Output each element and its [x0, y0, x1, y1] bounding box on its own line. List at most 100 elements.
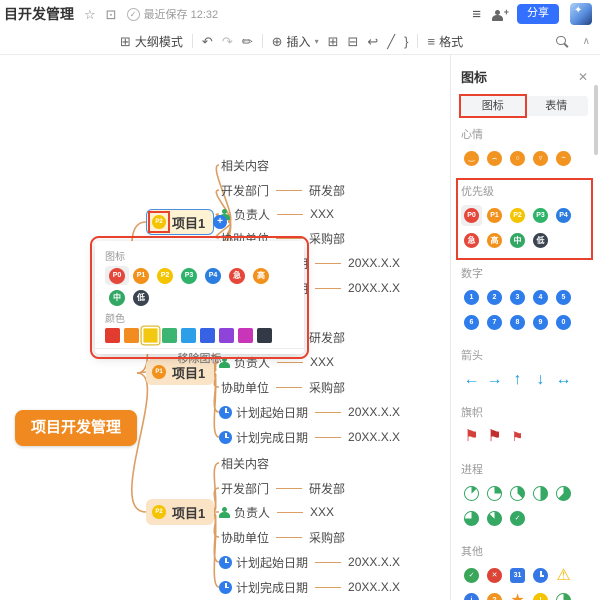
number-2-icon[interactable]: 2 — [484, 287, 505, 308]
child-node[interactable]: 开发部门研发部 — [219, 181, 345, 199]
remove-icon-button[interactable]: 移除图标 — [95, 348, 304, 370]
person-icon[interactable] — [219, 356, 230, 368]
panel-tab-icons[interactable]: 图标 — [459, 94, 527, 118]
flag-pennant-icon[interactable]: ⚑ — [507, 426, 528, 447]
undo-icon[interactable]: ↶ — [201, 33, 213, 49]
progress-75-icon[interactable] — [461, 508, 482, 529]
close-icon[interactable]: ✕ — [577, 69, 588, 84]
progress-50-icon[interactable] — [530, 483, 551, 504]
insert-topic-icon[interactable]: ⊞ — [327, 33, 339, 49]
progress-12-icon[interactable] — [461, 483, 482, 504]
clock-icon[interactable] — [219, 555, 232, 569]
priority-p2-icon[interactable]: P2 — [148, 211, 170, 233]
bulb-icon[interactable]: ! — [530, 590, 551, 600]
priority-p2-icon[interactable]: P2 — [507, 205, 528, 226]
high-icon[interactable]: 高 — [249, 266, 273, 285]
priority-p3-icon[interactable]: P3 — [177, 266, 201, 285]
warning-icon[interactable]: ⚠ — [553, 565, 574, 586]
urgent-icon[interactable]: 急 — [461, 230, 482, 251]
format-painter-icon[interactable]: ✏ — [241, 33, 253, 49]
collapse-badge[interactable]: + — [213, 215, 227, 229]
color-swatch[interactable] — [219, 328, 234, 343]
priority-p1-icon[interactable]: P1 — [484, 205, 505, 226]
child-node[interactable]: 相关内容 — [219, 156, 269, 174]
favorite-star-icon[interactable]: ☆ — [84, 6, 96, 22]
child-node[interactable]: 开发部门研发部 — [219, 479, 345, 497]
insert-subtopic-icon[interactable]: ⊟ — [347, 33, 359, 49]
x-circle-icon[interactable]: ✕ — [484, 565, 505, 586]
color-swatch[interactable] — [141, 326, 160, 345]
priority-p1-icon[interactable]: P1 — [129, 266, 153, 285]
progress-25-icon[interactable] — [484, 483, 505, 504]
progress-87-icon[interactable] — [484, 508, 505, 529]
question-icon[interactable]: ? — [484, 590, 505, 600]
child-node[interactable]: 相关内容 — [219, 454, 269, 472]
color-swatch[interactable] — [105, 328, 120, 343]
priority-p0-icon[interactable]: P0 — [461, 205, 482, 226]
color-swatch[interactable] — [162, 328, 177, 343]
invite-collaborator-icon[interactable]: + — [492, 7, 509, 21]
priority-p3-icon[interactable]: P3 — [530, 205, 551, 226]
low-icon[interactable]: 低 — [129, 288, 153, 307]
color-swatch[interactable] — [200, 328, 215, 343]
color-swatch[interactable] — [181, 328, 196, 343]
child-node[interactable]: 协助单位采购部 — [219, 378, 345, 396]
arrow-leftright-icon[interactable]: ↔ — [553, 369, 574, 390]
medium-icon[interactable]: 中 — [507, 230, 528, 251]
star-icon[interactable]: ★ — [507, 590, 528, 600]
panel-tab-emoji[interactable]: 表情 — [545, 100, 568, 112]
color-swatch[interactable] — [238, 328, 253, 343]
priority-p1-icon[interactable]: P1 — [152, 365, 166, 379]
smile-icon[interactable]: ‿ — [461, 148, 482, 169]
surprised-icon[interactable]: ○ — [507, 148, 528, 169]
arrow-right-icon[interactable]: → — [484, 369, 505, 390]
panel-scrollbar[interactable] — [594, 85, 598, 155]
collapse-toolbar-icon[interactable]: ∧ — [582, 36, 590, 47]
progress-37-icon[interactable] — [507, 483, 528, 504]
priority-p2-icon[interactable]: P2 — [153, 266, 177, 285]
medium-icon[interactable]: 中 — [105, 288, 129, 307]
low-icon[interactable]: 低 — [530, 230, 551, 251]
person-icon[interactable] — [219, 506, 230, 518]
user-avatar[interactable] — [570, 3, 592, 25]
number-5-icon[interactable]: 5 — [553, 287, 574, 308]
high-icon[interactable]: 高 — [484, 230, 505, 251]
progress-done-icon[interactable]: ✓ — [507, 508, 528, 529]
menu-icon[interactable]: ≡ — [472, 5, 481, 23]
relation-line-icon[interactable]: ↩ — [367, 33, 379, 49]
color-swatch[interactable] — [257, 328, 272, 343]
priority-p2-icon[interactable]: P2 — [152, 505, 166, 519]
clock-icon[interactable] — [530, 565, 551, 586]
info-icon[interactable]: i — [461, 590, 482, 600]
child-node[interactable]: 协助单位采购部 — [219, 528, 345, 546]
flag-square-icon[interactable]: ⚑ — [484, 426, 505, 447]
arrow-down-icon[interactable]: ↓ — [530, 369, 551, 390]
number-7-icon[interactable]: 7 — [484, 312, 505, 333]
arrow-left-icon[interactable]: ← — [461, 369, 482, 390]
number-0-icon[interactable]: 0 — [553, 312, 574, 333]
sad-icon[interactable]: ⌢ — [484, 148, 505, 169]
urgent-icon[interactable]: 急 — [225, 266, 249, 285]
priority-p4-icon[interactable]: P4 — [553, 205, 574, 226]
number-8-icon[interactable]: 8 — [507, 312, 528, 333]
root-node[interactable]: 项目开发管理 — [15, 410, 137, 446]
insert-button[interactable]: ⊕ 插入 ▾ — [272, 33, 319, 50]
number-4-icon[interactable]: 4 — [530, 287, 551, 308]
number-9-icon[interactable]: 9 — [530, 312, 551, 333]
arrow-up-icon[interactable]: ↑ — [507, 369, 528, 390]
color-swatch[interactable] — [124, 328, 139, 343]
clock-icon[interactable] — [219, 405, 232, 419]
check-circle-icon[interactable]: ✓ — [461, 565, 482, 586]
move-folder-icon[interactable]: ⊡ — [105, 6, 117, 22]
mindmap-canvas[interactable]: 项目开发管理 P2项目1+相关内容开发部门研发部负责人XXX协助单位采购部计划起… — [0, 55, 450, 600]
priority-p0-icon[interactable]: P0 — [105, 266, 129, 285]
share-button[interactable]: 分享 — [517, 4, 559, 24]
